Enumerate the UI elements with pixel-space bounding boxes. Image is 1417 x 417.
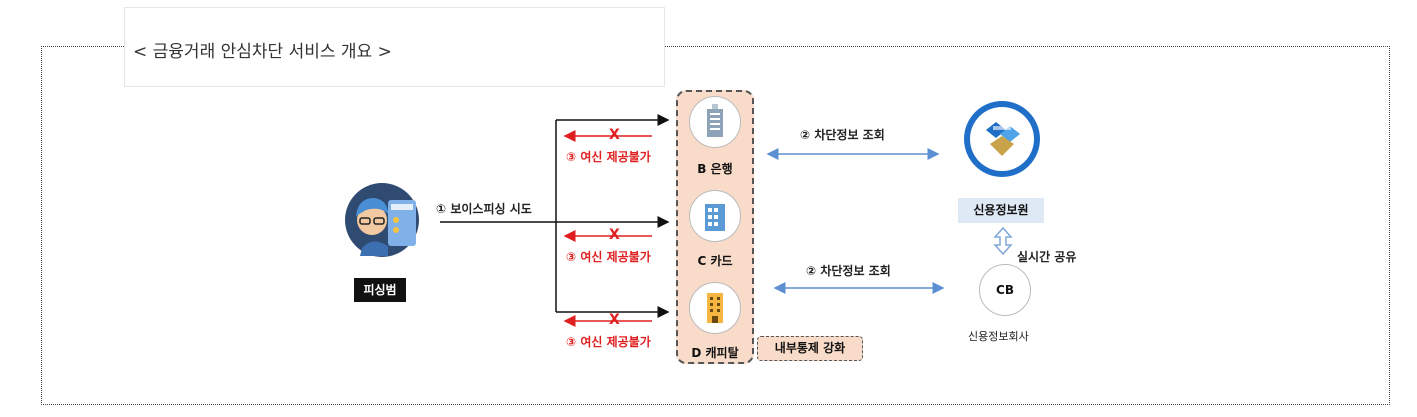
institution-name-capital: D 캐피탈 <box>691 346 739 360</box>
institutions-column: B 은행 C 카드 D 캐피탈 <box>676 90 754 364</box>
institution-name-bank: B 은행 <box>697 162 733 176</box>
cb-circle: CB <box>979 264 1031 316</box>
query-label-bottom: ② 차단정보 조회 <box>806 264 891 278</box>
capital-building-icon <box>689 282 741 334</box>
refusal-label-capital: ③ 여신 제공불가 <box>566 335 651 349</box>
cb-label: 신용정보회사 <box>968 330 1029 343</box>
phisher-label: 피싱범 <box>354 278 406 302</box>
attempt-label: ① 보이스피싱 시도 <box>436 202 532 216</box>
sharing-label: 실시간 공유 <box>1017 250 1077 264</box>
diagram-title: < 금융거래 안심차단 서비스 개요 > <box>133 42 392 62</box>
query-label-top: ② 차단정보 조회 <box>800 128 885 142</box>
title-box: < 금융거래 안심차단 서비스 개요 > <box>124 7 665 87</box>
institution-name-card: C 카드 <box>697 254 733 268</box>
diagram-frame <box>41 46 1390 405</box>
phisher-avatar-icon <box>344 180 420 260</box>
refusal-x-capital: X <box>609 312 620 328</box>
refusal-x-bank: X <box>609 127 620 143</box>
bank-building-icon <box>689 96 741 148</box>
refusal-label-bank: ③ 여신 제공불가 <box>566 150 651 164</box>
card-company-building-icon <box>689 190 741 242</box>
refusal-x-card: X <box>609 227 620 243</box>
sharing-double-arrow-icon <box>993 226 1013 256</box>
refusal-label-card: ③ 여신 제공불가 <box>566 250 651 264</box>
cis-label: 신용정보원 <box>958 198 1044 223</box>
cis-logo-icon <box>963 100 1041 178</box>
internal-control-label: 내부통제 강화 <box>757 336 863 361</box>
